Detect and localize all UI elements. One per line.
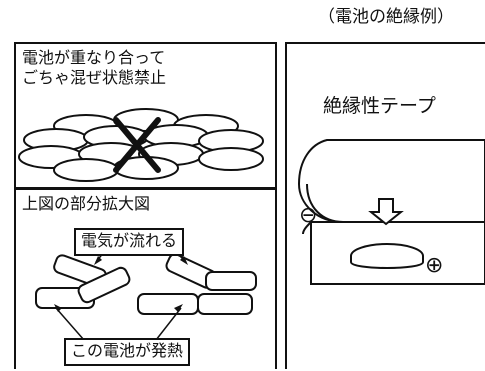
- prohibited-x-mark: [113, 117, 161, 173]
- battery-heats-label: この電池が発熱: [64, 338, 191, 366]
- taped-battery-illustration: [297, 139, 485, 285]
- coin-battery: [350, 243, 424, 269]
- figure-caption: （電池の絶縁例）: [318, 7, 454, 27]
- stacked-batteries-panel: 電池が重なり合って ごちゃ混ぜ状態禁止: [14, 42, 277, 189]
- enlarged-view-title: 上図の部分拡大図: [22, 194, 151, 213]
- warning-line-1: 電池が重なり合って: [22, 48, 166, 67]
- current-flows-label: 電気が流れる: [74, 228, 185, 256]
- minus-terminal-icon: ⊖: [299, 203, 318, 228]
- plus-terminal-icon: ⊕: [425, 253, 444, 278]
- insulating-tape-title: 絶縁性テープ: [323, 95, 436, 117]
- insulation-example-panel: 絶縁性テープ ⊖ ⊕: [285, 42, 485, 369]
- warning-line-2: ごちゃ混ぜ状態禁止: [22, 68, 167, 87]
- stacked-batteries-illustration: [18, 108, 264, 182]
- enlarged-view-panel: 上図の部分拡大図 電気が流れる この電池が発熱: [14, 188, 277, 369]
- down-arrow-icon: [368, 198, 404, 226]
